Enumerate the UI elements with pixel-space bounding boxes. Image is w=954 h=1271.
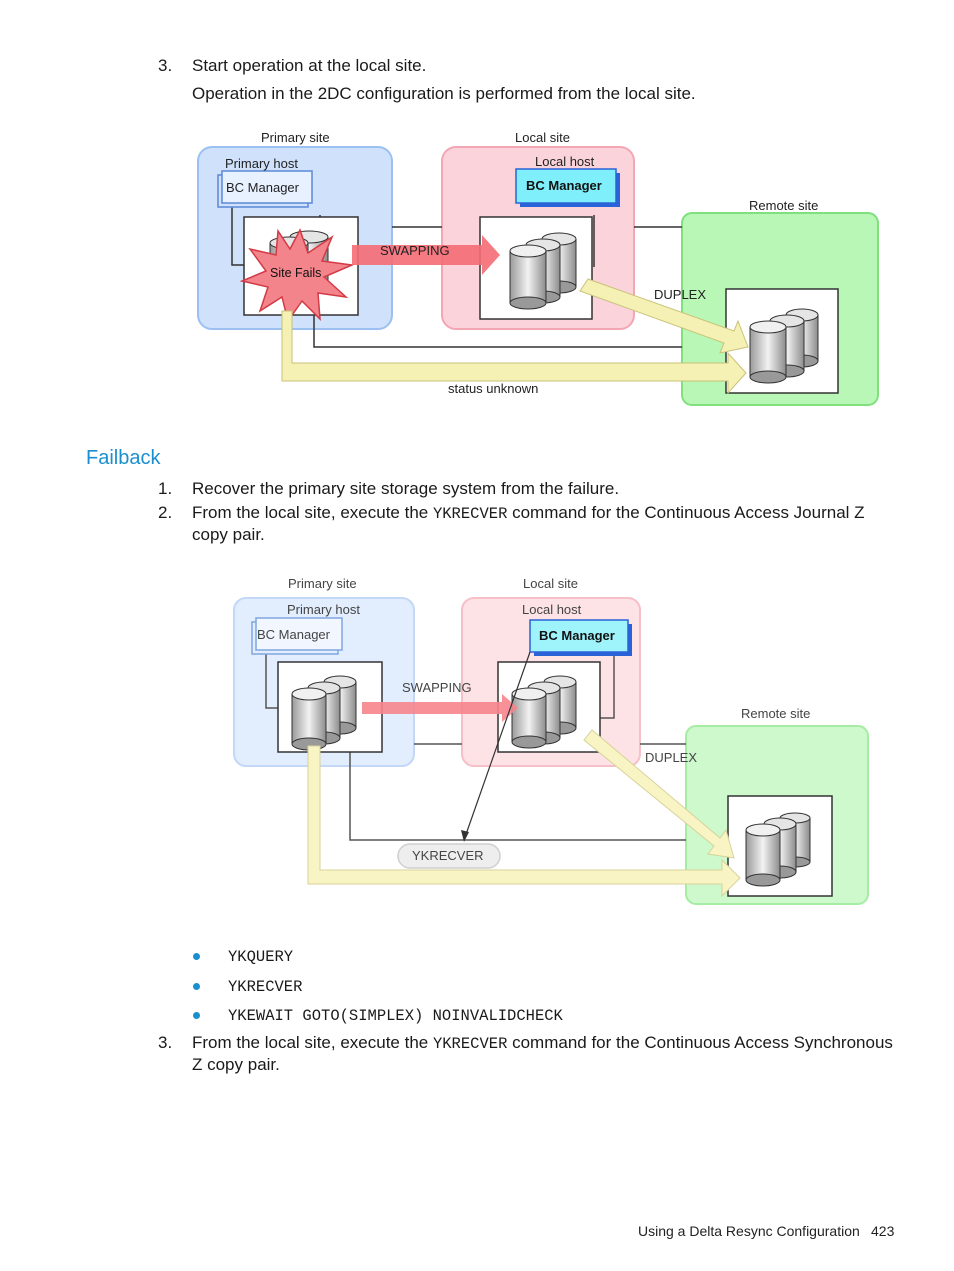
duplex-arrow	[583, 729, 735, 859]
remote-storage-icon	[745, 812, 811, 887]
primary-storage-icon	[291, 675, 357, 751]
ykrecver-label: YKRECVER	[412, 848, 484, 863]
command-code: YKRECVER	[432, 1035, 508, 1053]
step-text-part: command for the Continuous Access Journa…	[507, 503, 865, 522]
bc-manager-primary-label: BC Manager	[257, 627, 331, 642]
local-site-label: Local site	[523, 576, 578, 591]
local-host-label: Local host	[522, 602, 582, 617]
swapping-label: SWAPPING	[402, 680, 472, 695]
step-number: 2.	[158, 503, 173, 522]
bc-manager-primary-box	[255, 617, 343, 651]
failback-arrow	[307, 745, 741, 898]
local-site-label: Local site	[515, 130, 570, 145]
figure-site-fails-diagram: Primary site Primary host BC Manager Sit…	[197, 130, 879, 406]
primary-host-label: Primary host	[225, 156, 298, 171]
step-text-part: command for the Continuous Access Synchr…	[507, 1033, 893, 1052]
command-code: YKRECVER	[432, 505, 508, 523]
command-bullet: YKQUERY	[228, 948, 294, 966]
swapping-arrow	[362, 694, 518, 722]
command-bullet: YKRECVER	[228, 978, 303, 996]
remote-site-label: Remote site	[749, 198, 818, 213]
figure-failback-diagram: Primary site Primary host BC Manager Loc…	[233, 576, 869, 905]
local-host-label: Local host	[535, 154, 595, 169]
step-text-continued: Z copy pair.	[192, 1055, 280, 1074]
ykrecver-pill	[397, 843, 501, 869]
status-unknown-arrow	[281, 310, 747, 395]
bullet-icon	[193, 953, 200, 960]
bc-manager-local-box	[529, 619, 629, 653]
bc-manager-local-label: BC Manager	[526, 178, 602, 193]
swapping-label: SWAPPING	[380, 243, 450, 258]
step-text-part: From the local site, execute the	[192, 1033, 433, 1052]
step-text: Recover the primary site storage system …	[192, 479, 620, 498]
remote-site-label: Remote site	[741, 706, 810, 721]
status-unknown-label: status unknown	[448, 381, 538, 396]
step-number: 1.	[158, 479, 173, 498]
step-text: From the local site, execute the YKRECVE…	[192, 1032, 893, 1055]
footer-section-title: Using a Delta Resync Configuration	[638, 1223, 860, 1239]
duplex-arrow	[579, 278, 749, 354]
bc-manager-primary-label: BC Manager	[226, 180, 300, 195]
local-storage-icon	[509, 232, 577, 310]
step-text: From the local site, execute the YKRECVE…	[192, 502, 865, 525]
step-text-continued: copy pair.	[192, 525, 265, 544]
step-text-part: From the local site, execute the	[192, 503, 433, 522]
page-number: 423	[871, 1223, 895, 1239]
section-heading: Failback	[86, 447, 161, 469]
duplex-label: DUPLEX	[654, 287, 706, 302]
bullet-icon	[193, 1012, 200, 1019]
step-number: 3.	[158, 56, 173, 75]
local-storage-icon	[511, 675, 577, 749]
bc-manager-local-label: BC Manager	[539, 628, 615, 643]
primary-site-label: Primary site	[288, 576, 357, 591]
swapping-arrow	[352, 235, 500, 275]
step-text: Start operation at the local site.	[192, 56, 427, 75]
duplex-label: DUPLEX	[645, 750, 697, 765]
primary-host-label: Primary host	[287, 602, 360, 617]
site-fails-label: Site Fails	[270, 266, 321, 280]
command-bullet: YKEWAIT GOTO(SIMPLEX) NOINVALIDCHECK	[228, 1007, 563, 1025]
bc-manager-local-box	[515, 168, 617, 204]
remote-storage-icon	[749, 308, 819, 384]
step-subtext: Operation in the 2DC configuration is pe…	[192, 84, 696, 103]
primary-site-label: Primary site	[261, 130, 330, 145]
step-number: 3.	[158, 1033, 173, 1052]
bullet-icon	[193, 983, 200, 990]
bc-manager-primary-box	[221, 170, 313, 204]
